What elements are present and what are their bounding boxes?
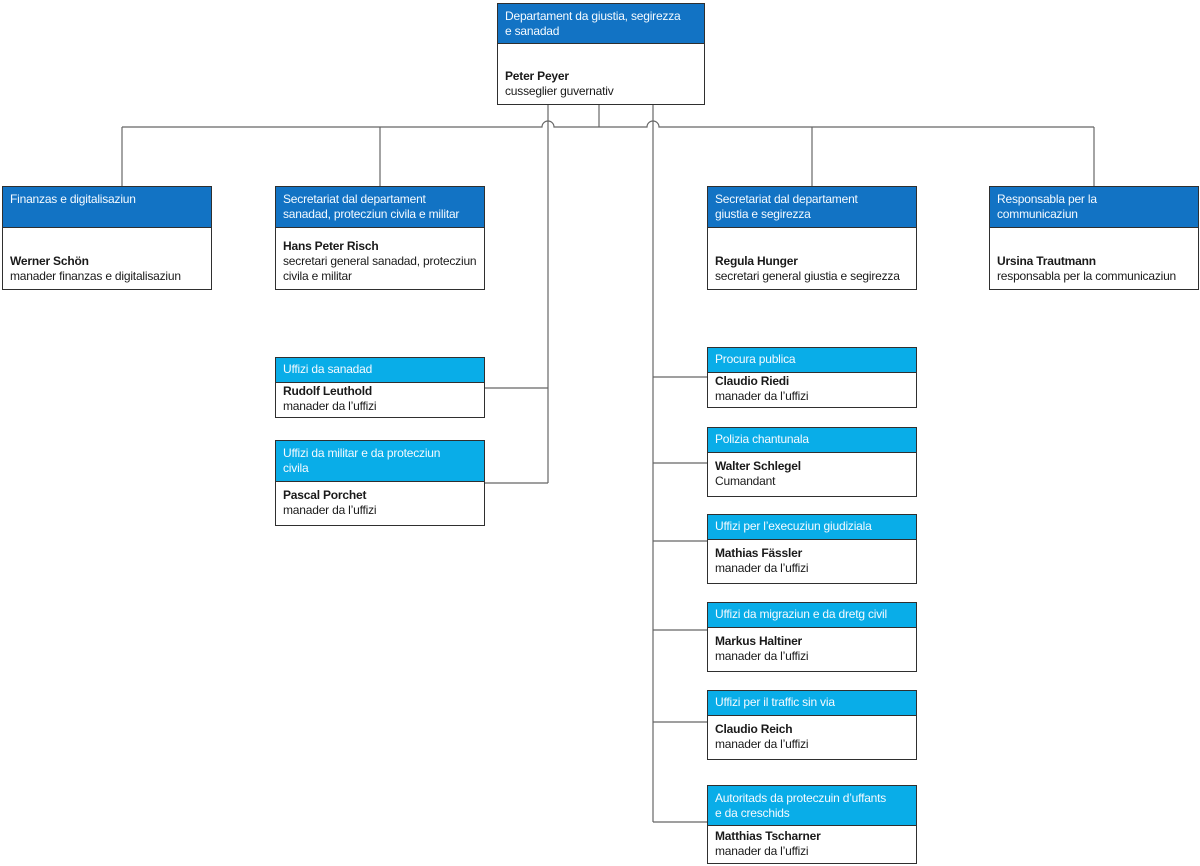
node-title: Finanzas e digitalisaziun bbox=[3, 187, 211, 228]
person-name: Ursina Trautmann bbox=[997, 254, 1096, 268]
connector-rail bbox=[122, 120, 1094, 128]
person-name: Matthias Tscharner bbox=[715, 828, 821, 843]
person-name: Claudio Riedi bbox=[715, 374, 790, 388]
node-title: Procura publica bbox=[708, 348, 916, 373]
person-name: Claudio Reich bbox=[715, 721, 793, 736]
org-node-polizia-chantunala: Polizia chantunala Walter Schlegel Cuman… bbox=[707, 427, 917, 497]
node-title: Uffizi da migraziun e da dretg civil bbox=[708, 603, 916, 628]
node-title: Uffizi per l’execuziun giudiziala bbox=[708, 515, 916, 540]
person-role: responsabla per la communicaziun bbox=[997, 269, 1177, 283]
person-role: secretari general sanadad, protecziun ci… bbox=[283, 254, 477, 283]
org-node-procura-publica: Procura publica Claudio Riedi manader da… bbox=[707, 347, 917, 408]
node-title: Secretariat dal departament sanadad, pro… bbox=[276, 187, 484, 228]
person-name: Regula Hunger bbox=[715, 254, 798, 268]
org-node-finanzas: Finanzas e digitalisaziun Werner Schön m… bbox=[2, 186, 212, 290]
node-title: Uffizi per il traffic sin via bbox=[708, 691, 916, 716]
person-name: Mathias Fässler bbox=[715, 545, 803, 560]
node-title: Secretariat dal departament giustia e se… bbox=[708, 187, 916, 228]
org-node-uffizi-traffic: Uffizi per il traffic sin via Claudio Re… bbox=[707, 690, 917, 760]
person-role: manader da l’uffizi bbox=[715, 736, 809, 751]
person-role: manader da l’uffizi bbox=[283, 399, 377, 413]
org-node-departament: Departament da giustia, segirezza e sana… bbox=[497, 3, 705, 105]
org-node-secretariat-sanadad: Secretariat dal departament sanadad, pro… bbox=[275, 186, 485, 290]
person-role: Cumandant bbox=[715, 473, 776, 488]
org-node-secretariat-giustia: Secretariat dal departament giustia e se… bbox=[707, 186, 917, 290]
node-title: Uffizi da militar e da protecziun civila bbox=[276, 441, 484, 482]
person-role: manader da l’uffizi bbox=[715, 843, 809, 858]
org-node-uffizi-migraziun: Uffizi da migraziun e da dretg civil Mar… bbox=[707, 602, 917, 672]
node-title: Uffizi da sanadad bbox=[276, 358, 484, 383]
person-role: manader finanzas e digitalisaziun bbox=[10, 269, 181, 283]
person-role: cusseglier guvernativ bbox=[505, 84, 614, 98]
org-node-uffizi-sanadad: Uffizi da sanadad Rudolf Leuthold manade… bbox=[275, 357, 485, 418]
org-node-uffizi-execuziun: Uffizi per l’execuziun giudiziala Mathia… bbox=[707, 514, 917, 584]
person-name: Pascal Porchet bbox=[283, 487, 367, 502]
person-role: manader da l’uffizi bbox=[715, 560, 809, 575]
person-role: manader da l’uffizi bbox=[283, 502, 377, 517]
node-title: Polizia chantunala bbox=[708, 428, 916, 453]
node-title: Departament da giustia, segirezza e sana… bbox=[498, 4, 704, 44]
node-title: Autoritads da proteczuin d’uffants e da … bbox=[708, 786, 916, 826]
person-role: manader da l’uffizi bbox=[715, 389, 809, 403]
person-name: Werner Schön bbox=[10, 254, 89, 268]
org-node-communicaziun: Responsabla per la communicaziun Ursina … bbox=[989, 186, 1199, 290]
person-name: Rudolf Leuthold bbox=[283, 384, 372, 398]
person-name: Walter Schlegel bbox=[715, 458, 801, 473]
person-role: secretari general giustia e segirezza bbox=[715, 269, 900, 283]
org-node-uffizi-militar: Uffizi da militar e da protecziun civila… bbox=[275, 440, 485, 526]
node-title: Responsabla per la communicaziun bbox=[990, 187, 1198, 228]
person-name: Peter Peyer bbox=[505, 69, 569, 83]
org-node-autoritads-protecziun: Autoritads da proteczuin d’uffants e da … bbox=[707, 785, 917, 864]
person-name: Hans Peter Risch bbox=[283, 239, 379, 253]
person-name: Markus Haltiner bbox=[715, 633, 803, 648]
person-role: manader da l’uffizi bbox=[715, 648, 809, 663]
